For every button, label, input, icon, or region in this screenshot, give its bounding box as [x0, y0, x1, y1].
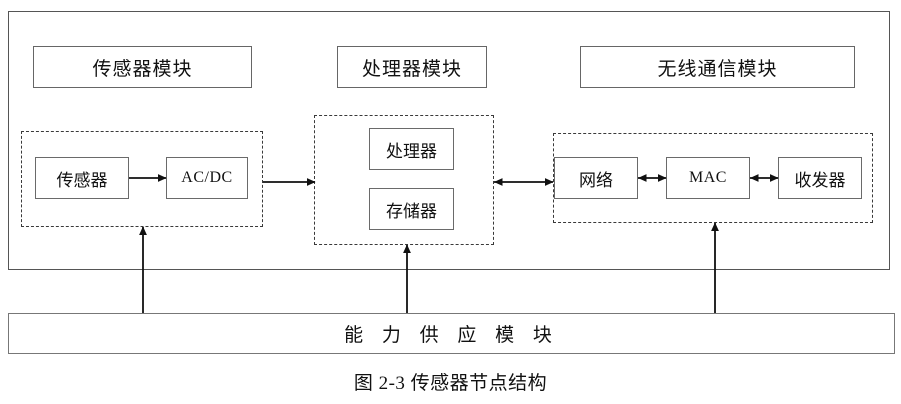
component-label-sensor: 传感器: [56, 170, 108, 190]
component-transceiver: 收发器: [778, 157, 862, 199]
component-processor: 处理器: [369, 128, 454, 170]
header-box-sensor-module: 传感器模块: [33, 46, 252, 88]
component-label-acdc: AC/DC: [181, 169, 233, 186]
component-label-memory: 存储器: [386, 201, 437, 221]
component-mac: MAC: [666, 157, 750, 199]
header-box-wireless-module: 无线通信模块: [580, 46, 855, 88]
component-network: 网络: [554, 157, 638, 199]
power-supply-label: 能 力 供 应 模 块: [344, 325, 559, 346]
header-label-wireless-module: 无线通信模块: [657, 58, 778, 80]
component-label-mac: MAC: [689, 169, 727, 186]
component-sensor: 传感器: [35, 157, 129, 199]
power-supply-module: 能 力 供 应 模 块: [8, 313, 895, 354]
sensor-node-container: [8, 11, 890, 270]
component-label-processor: 处理器: [386, 141, 437, 161]
component-label-transceiver: 收发器: [794, 170, 846, 190]
header-box-processor-module: 处理器模块: [337, 46, 487, 88]
component-memory: 存储器: [369, 188, 454, 230]
component-label-network: 网络: [579, 170, 613, 190]
figure-caption: 图 2-3 传感器节点结构: [353, 373, 548, 394]
header-label-sensor-module: 传感器模块: [92, 58, 193, 80]
header-label-processor-module: 处理器模块: [361, 58, 462, 80]
component-acdc: AC/DC: [166, 157, 248, 199]
